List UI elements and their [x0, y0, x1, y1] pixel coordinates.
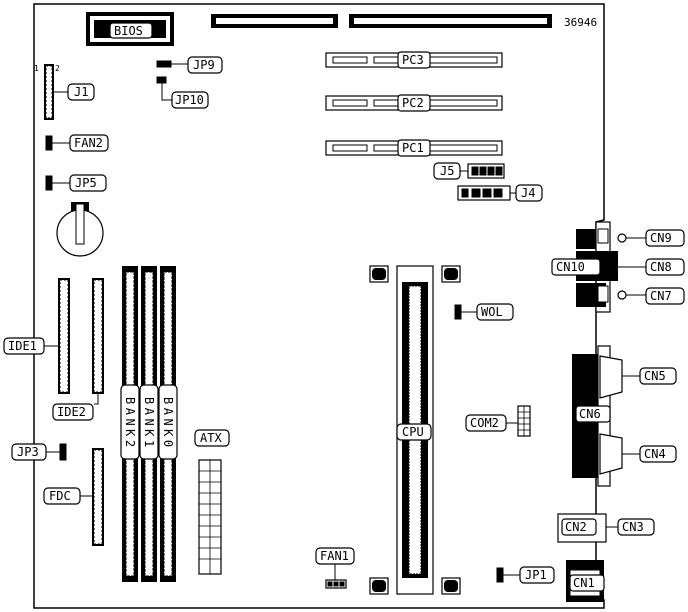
jp5-label: JP5 [75, 176, 97, 190]
cn5-label: CN5 [644, 369, 666, 383]
fdc-label: FDC [49, 489, 71, 503]
j5-header: J5 [433, 162, 505, 180]
j4-header: J4 [457, 184, 543, 202]
bank1-label: BANK1 [142, 397, 156, 451]
pci-slot-2: PC2 [325, 94, 503, 112]
jp1-label: JP1 [525, 568, 547, 582]
pci-slot-1: PC1 [325, 139, 503, 157]
cpu-slot: CPU [369, 265, 461, 595]
fan2-connector: FAN2 [45, 134, 109, 152]
cn2-label: CN2 [565, 520, 587, 534]
pci-slot-3: PC3 [325, 51, 503, 69]
cn7-label: CN7 [650, 289, 672, 303]
com2-header: COM2 [465, 405, 531, 437]
j1-label: J1 [74, 85, 88, 99]
atx-power-connector: ATX [194, 429, 230, 575]
ide1-label: IDE1 [8, 339, 37, 353]
j1-header: 1 2 J1 [34, 64, 95, 120]
com2-label: COM2 [470, 416, 499, 430]
cpu-label: CPU [402, 425, 424, 439]
jp10-label: JP10 [175, 93, 204, 107]
wol-connector: WOL [454, 303, 514, 321]
cn1-label: CN1 [573, 576, 595, 590]
pc2-label: PC2 [402, 96, 424, 110]
cn9-label: CN9 [650, 231, 672, 245]
dimm-bank-1: BANK1 [139, 266, 159, 582]
jp1-jumper: JP1 [496, 566, 555, 584]
cmos-battery [56, 202, 104, 257]
fdc-connector: FDC [43, 448, 104, 546]
cn4-label: CN4 [644, 447, 666, 461]
j5-label: J5 [440, 164, 454, 178]
j1-pin1-label: 1 [34, 64, 39, 73]
usb-ports: CN2 CN3 [557, 513, 655, 543]
bank2-label: BANK2 [123, 397, 137, 451]
bios-chip: BIOS [86, 12, 174, 46]
jp3-label: JP3 [17, 445, 39, 459]
ide2-label: IDE2 [57, 405, 86, 419]
fan1-label: FAN1 [320, 549, 349, 563]
pc3-label: PC3 [402, 53, 424, 67]
board-outline [33, 3, 605, 609]
cn8-label: CN8 [650, 260, 672, 274]
board-id: 36946 [564, 16, 597, 29]
cn6-label: CN6 [579, 407, 601, 421]
cn1-connector: CN1 [566, 560, 605, 602]
bank0-label: BANK0 [161, 397, 175, 451]
jp9-label: JP9 [193, 58, 215, 72]
dimm-bank-2: BANK2 [120, 266, 140, 582]
fan1-connector: FAN1 [315, 547, 355, 589]
rear-io-stack-upper [576, 221, 648, 313]
j1-pin2-label: 2 [55, 64, 60, 73]
fan2-label: FAN2 [74, 136, 103, 150]
dimm-bank-0: BANK0 [158, 266, 178, 582]
ide2-connector: IDE2 [52, 278, 104, 421]
jp5-jumper: JP5 [45, 174, 107, 192]
pc1-label: PC1 [402, 141, 424, 155]
cn10-label: CN10 [556, 260, 585, 274]
ide1-connector: IDE1 [3, 278, 70, 394]
cn3-label: CN3 [622, 520, 644, 534]
jp3-jumper: JP3 [11, 443, 67, 461]
atx-label: ATX [200, 431, 222, 445]
j4-label: J4 [521, 186, 535, 200]
bios-label: BIOS [114, 24, 143, 38]
jp10-jumper: JP10 [156, 76, 209, 109]
wol-label: WOL [481, 305, 503, 319]
jp9-jumper: JP9 [156, 56, 223, 74]
